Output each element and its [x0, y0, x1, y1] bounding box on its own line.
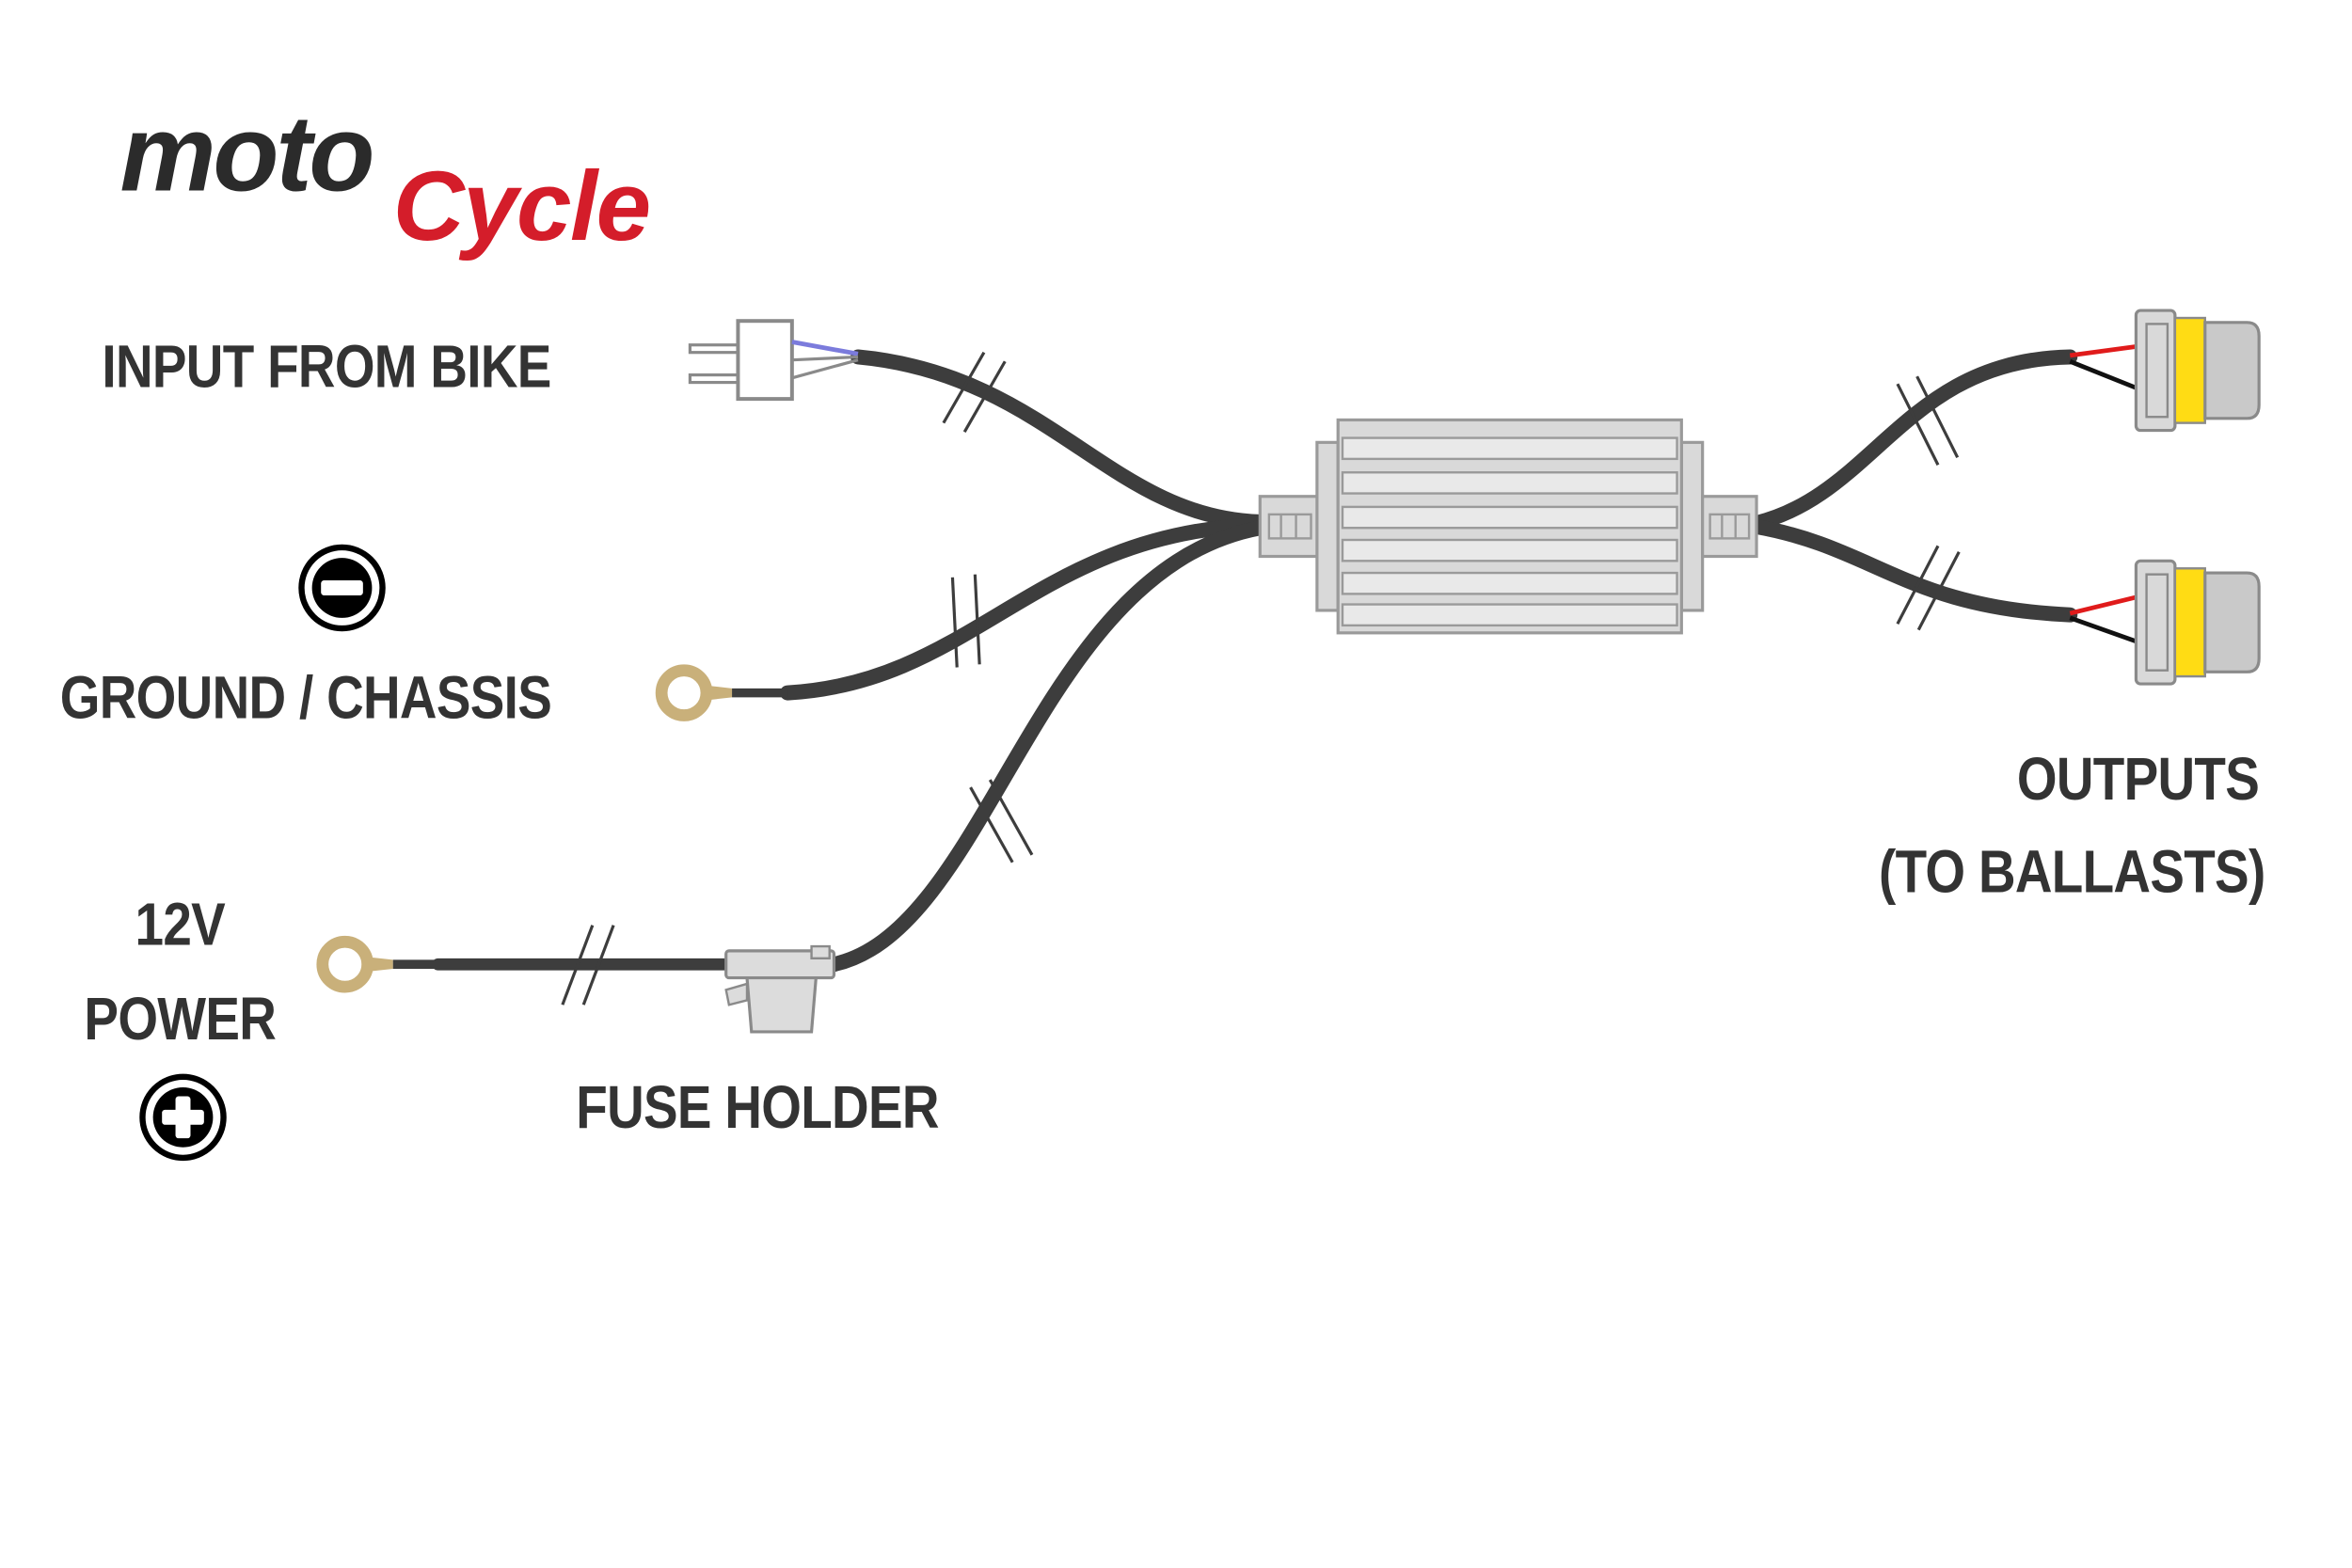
power-cable — [826, 520, 1268, 973]
cable-break-marks — [561, 351, 1961, 1006]
ground-cable — [780, 517, 1268, 701]
output-cable-bottom — [1747, 518, 2078, 623]
ground-ring-terminal — [655, 664, 788, 721]
minus-icon — [298, 544, 386, 632]
control-module — [1258, 418, 1758, 635]
output-cable-top — [1747, 349, 2078, 531]
input-cable — [850, 349, 1268, 530]
logo-moto-text: moto — [120, 93, 373, 214]
input-label: INPUT FROM BIKE — [102, 334, 551, 401]
plus-icon — [139, 1073, 227, 1162]
fuse-holder — [724, 944, 836, 1034]
fuse-label: FUSE HOLDER — [576, 1075, 939, 1142]
power-label-line2: POWER — [84, 987, 277, 1053]
output-connector-bottom — [2069, 559, 2261, 686]
outputs-label-line2: (TO BALLASTS) — [1879, 839, 2265, 907]
power-label-line1: 12V — [135, 892, 226, 958]
input-plug — [688, 319, 859, 402]
logo-cycle-text: Cycle — [393, 151, 650, 261]
motocycle-logo: moto Cycle — [120, 93, 652, 261]
outputs-label-line1: OUTPUTS — [2016, 747, 2260, 814]
power-ring-terminal — [316, 935, 438, 993]
cables — [432, 349, 2078, 973]
output-connector-top — [2069, 309, 2261, 433]
ground-label: GROUND / CHASSIS — [59, 665, 552, 733]
